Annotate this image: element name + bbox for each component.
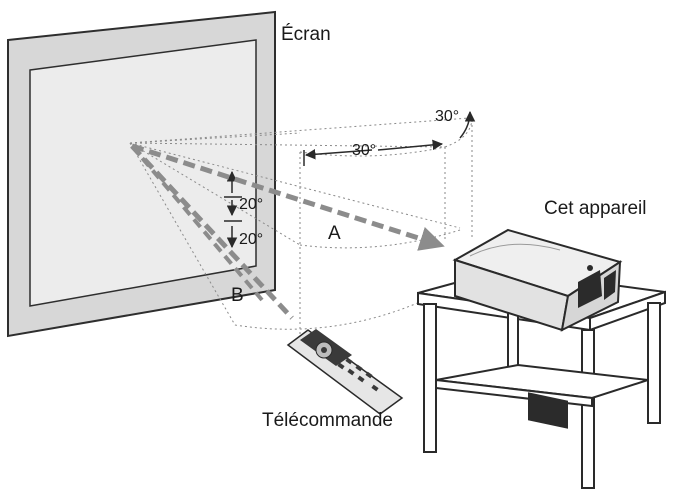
- horizontal-angle-marker: [303, 110, 476, 166]
- angle-top-inner-label: 30°: [352, 142, 377, 159]
- beam-a-label: A: [328, 223, 341, 244]
- angle-vertical-up-label: 20°: [239, 196, 264, 213]
- angle-vertical-down-label: 20°: [239, 231, 264, 248]
- vertical-angle-marker: [224, 170, 242, 249]
- projector-lens-icon: [587, 265, 593, 271]
- beam-b: [130, 144, 294, 320]
- device-label: Cet appareil: [544, 198, 647, 219]
- beam-b-label: B: [231, 285, 244, 306]
- screen: [7, 10, 276, 338]
- projector: [452, 228, 623, 429]
- remote-label: Télécommande: [262, 410, 393, 431]
- angle-top-outer-label: 30°: [435, 108, 460, 125]
- range-cone: [129, 117, 473, 335]
- remote-control: [286, 329, 404, 415]
- screen-label: Écran: [281, 24, 331, 45]
